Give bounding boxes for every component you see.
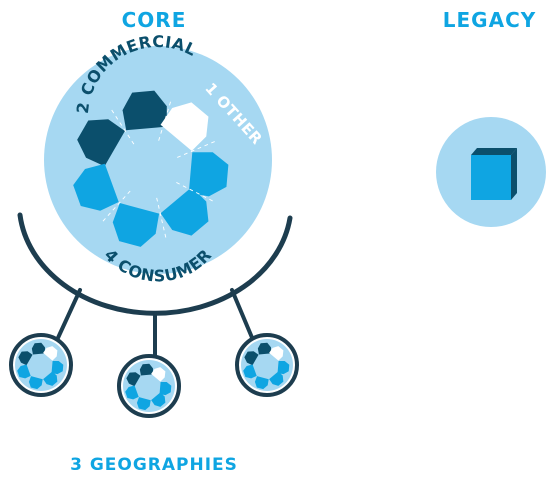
legacy-circle — [436, 117, 546, 227]
mini-gear-icon — [124, 363, 172, 412]
geography-circles — [9, 333, 299, 418]
connector-lines — [17, 212, 293, 364]
mini-gear-icon — [242, 342, 290, 391]
core-gear-icon — [69, 89, 230, 250]
geography-circle — [9, 333, 73, 397]
core-title: CORE — [121, 8, 187, 32]
connector-line-left — [55, 288, 82, 342]
geography-circle — [235, 333, 299, 397]
legacy-title: LEGACY — [442, 8, 537, 32]
core-circle: 2 COMMERCIAL 4 CONSUMER 1 OTHER — [44, 32, 272, 286]
mini-gear-icon — [16, 342, 64, 391]
geography-circle — [117, 354, 181, 418]
geographies-label: 3 GEOGRAPHIES — [70, 455, 238, 475]
connector-line-right — [230, 288, 255, 342]
book-icon — [471, 148, 517, 200]
